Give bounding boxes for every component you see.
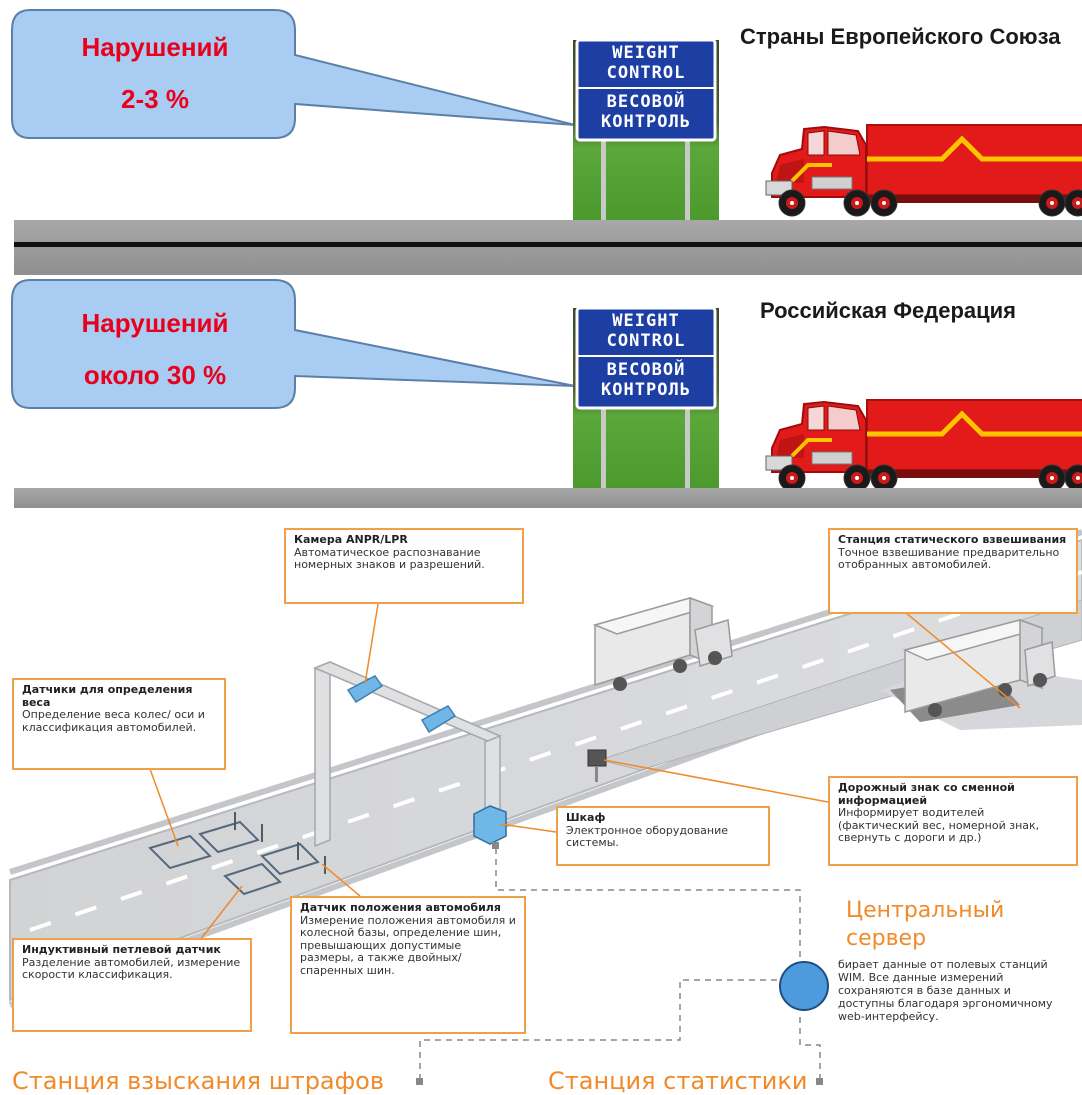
weight-sensors-callout-text: Определение веса колес/ оси и классифика…	[22, 708, 205, 734]
road-divider	[14, 242, 1082, 247]
camera-callout-title: Камера ANPR/LPR	[294, 533, 408, 546]
cabinet-callout: Шкаф Электронное оборудование системы.	[556, 806, 770, 866]
camera-gantry	[313, 660, 502, 848]
fines-station-label: Станция взыскания штрафов	[12, 1067, 384, 1095]
position-sensor-callout-title: Датчик положения автомобиля	[300, 901, 501, 914]
eu-violations-value: 2-3 %	[121, 84, 189, 114]
static-station-callout-text: Точное взвешивание предварительно отобра…	[838, 545, 1060, 571]
road-sign-callout-title: Дорожный знак со сменной информацией	[838, 781, 1015, 807]
road-loop-sensors	[148, 820, 320, 896]
central-server-title-line1: Центральный	[846, 898, 1005, 923]
network-nodes	[416, 842, 823, 1085]
weight-sensors-callout: Датчики для определения веса Определение…	[12, 678, 226, 770]
position-sensor-callout: Датчик положения автомобиля Измерение по…	[290, 896, 526, 1034]
wim-truck-2	[902, 618, 1056, 717]
eu-sign-line-vesovoy: ВЕСОВОЙ	[606, 92, 686, 112]
central-server-icon	[779, 961, 829, 1011]
camera-callout-text: Автоматическое распознавание номерных зн…	[294, 545, 485, 571]
eu-region-title: Страны Европейского Союза	[740, 24, 1061, 49]
static-station-callout: Станция статического взвешивания Точное …	[828, 528, 1078, 614]
cabinet-icon	[473, 805, 507, 845]
eu-callout-bubble	[11, 9, 576, 139]
ru-violations-label: Нарушений	[81, 308, 229, 338]
cabinet-callout-text: Электронное оборудование системы.	[566, 823, 729, 849]
road-sign-callout: Дорожный знак со сменной информацией Инф…	[828, 776, 1078, 866]
ru-callout-bubble	[11, 279, 576, 409]
static-station-callout-title: Станция статического взвешивания	[838, 533, 1067, 546]
ru-sign-line-weight: WEIGHT	[612, 311, 680, 331]
ru-violations-value: около 30 %	[83, 360, 227, 390]
ru-road	[14, 488, 1082, 508]
ru-sign-line-control: CONTROL	[606, 331, 686, 351]
lane-markings	[29, 570, 1082, 932]
eu-sign-line-kontrol: КОНТРОЛЬ	[601, 112, 691, 132]
position-sensor-posts	[234, 812, 326, 874]
central-server-title-line2: сервер	[846, 926, 927, 951]
loop-detector-callout: Индуктивный петлевой датчик Разделение а…	[12, 938, 252, 1032]
ru-region-title: Российская Федерация	[760, 298, 1016, 323]
wim-truck-1	[592, 596, 733, 691]
stats-station-label: Станция статистики	[548, 1067, 808, 1095]
camera-callout: Камера ANPR/LPR Автоматическое распознав…	[284, 528, 524, 604]
eu-violations-label: Нарушений	[81, 32, 229, 62]
eu-road	[14, 220, 1082, 275]
central-server-description: бирает данные от полевых станций WIM. Вс…	[838, 958, 1053, 1023]
road-sign-callout-text: Информирует водителей (фактический вес, …	[838, 806, 1040, 844]
eu-sign-line-weight: WEIGHT	[612, 43, 680, 63]
loop-detector-callout-text: Разделение автомобилей, измерение скорос…	[22, 955, 241, 981]
position-sensor-callout-text: Измерение положения автомобиля и колесно…	[300, 913, 516, 977]
ru-sign-line-vesovoy: ВЕСОВОЙ	[606, 360, 686, 380]
eu-sign-line-control: CONTROL	[606, 63, 686, 83]
ru-sign-line-kontrol: КОНТРОЛЬ	[601, 380, 691, 400]
variable-message-sign-icon	[587, 749, 607, 782]
callout-leaders	[149, 603, 1021, 941]
weight-sensors-callout-title: Датчики для определения веса	[22, 683, 193, 709]
cabinet-callout-title: Шкаф	[566, 811, 606, 824]
network-links	[419, 848, 821, 1080]
loop-detector-callout-title: Индуктивный петлевой датчик	[22, 943, 221, 956]
